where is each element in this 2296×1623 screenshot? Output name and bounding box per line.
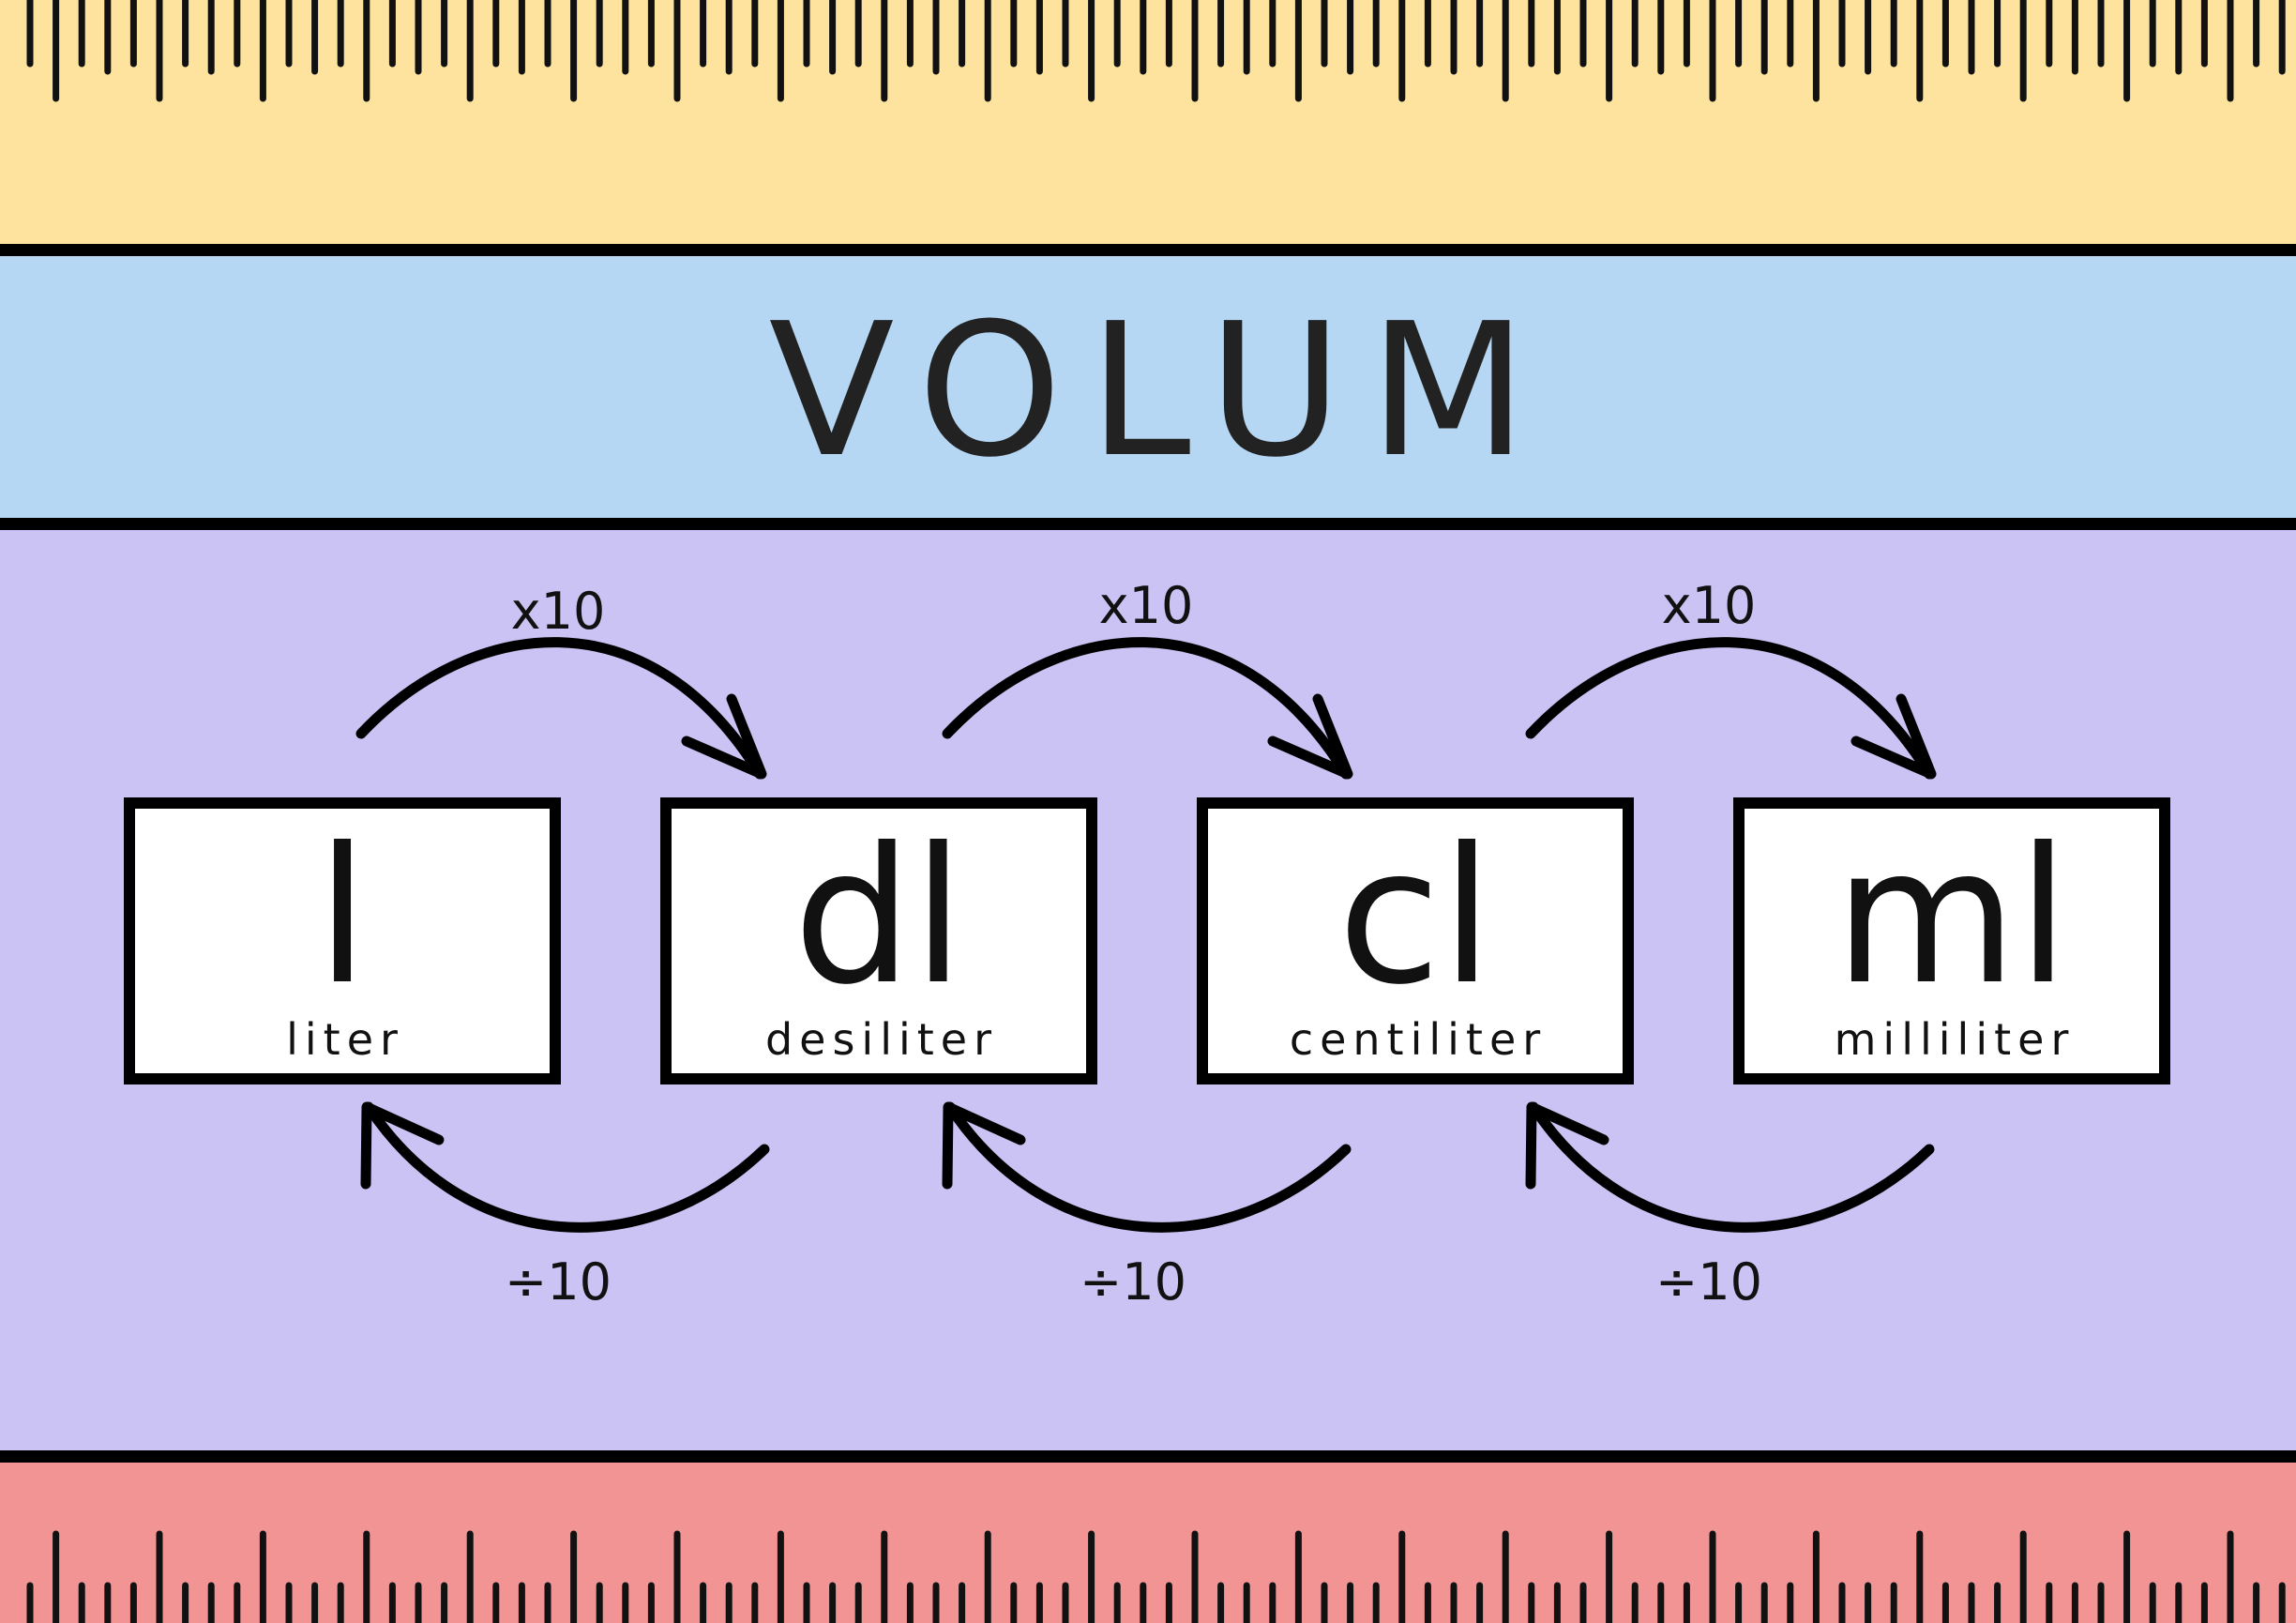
- unit-box-centiliter: cl centiliter: [1197, 797, 1634, 1085]
- separator-line: [0, 1450, 2296, 1463]
- multiply-arrow-liter-desiliter: x10: [355, 582, 767, 780]
- page-title: VOLUM: [769, 284, 1554, 498]
- unit-box-liter: l liter: [124, 797, 561, 1085]
- multiply-label: x10: [1662, 576, 1757, 635]
- ruler-band-bottom: [0, 1456, 2296, 1623]
- unit-name: desiliter: [765, 1014, 998, 1065]
- title-band: [0, 250, 2296, 523]
- unit-symbol: ml: [1835, 808, 2069, 1026]
- divide-arrow-centiliter-desiliter: ÷10: [942, 1101, 1352, 1312]
- multiply-label: x10: [1099, 576, 1194, 635]
- ruler-ticks-top: [26, 0, 2286, 102]
- unit-symbol: l: [316, 808, 369, 1026]
- divide-label: ÷10: [505, 1252, 612, 1312]
- ruler-band-top: [0, 0, 2296, 250]
- unit-name: liter: [286, 1014, 404, 1065]
- divide-label: ÷10: [1080, 1252, 1186, 1312]
- separator-line: [0, 518, 2296, 530]
- divide-arrow-milliliter-centiliter: ÷10: [1525, 1101, 1935, 1312]
- divide-arrow-desiliter-liter: ÷10: [360, 1101, 770, 1312]
- multiply-label: x10: [511, 582, 606, 641]
- unit-symbol: dl: [793, 808, 965, 1026]
- unit-symbol: cl: [1337, 808, 1493, 1026]
- unit-name: milliliter: [1835, 1014, 2076, 1065]
- multiply-arrow-desiliter-centiliter: x10: [942, 576, 1353, 780]
- unit-box-milliliter: ml milliliter: [1733, 797, 2170, 1085]
- unit-box-desiliter: dl desiliter: [660, 797, 1097, 1085]
- divide-label: ÷10: [1655, 1252, 1762, 1312]
- unit-name: centiliter: [1290, 1014, 1547, 1065]
- multiply-arrow-centiliter-milliliter: x10: [1525, 576, 1937, 780]
- separator-line: [0, 244, 2296, 256]
- ruler-ticks-bottom: [26, 1530, 2286, 1623]
